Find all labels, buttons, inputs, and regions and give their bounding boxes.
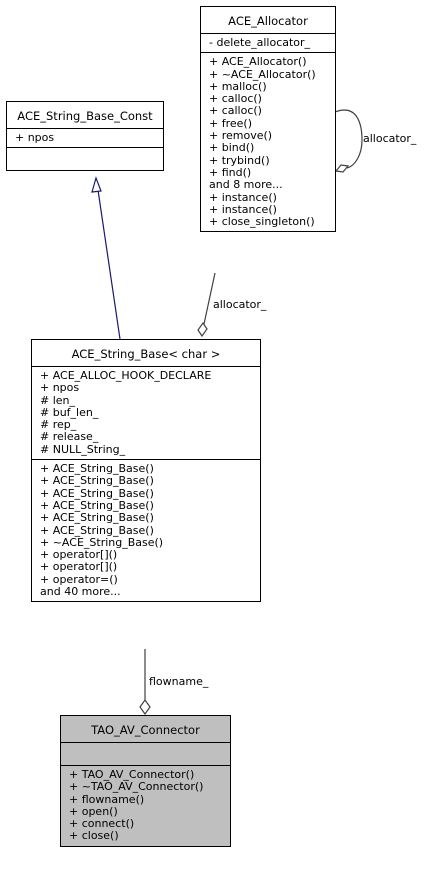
- member-row[interactable]: + ACE_String_Base(): [40, 486, 154, 500]
- member-row[interactable]: + operator=(): [40, 572, 118, 586]
- member-row[interactable]: + ~ACE_Allocator(): [209, 67, 316, 81]
- member-row[interactable]: + flowname(): [69, 792, 145, 806]
- member-row[interactable]: and 40 more...: [40, 585, 121, 599]
- class-tao-av-connector[interactable]: TAO_AV_Connector + TAO_AV_Connector()+ ~…: [60, 715, 231, 847]
- member-row[interactable]: + ACE_String_Base(): [40, 511, 154, 525]
- member-row[interactable]: + operator[](): [40, 560, 118, 574]
- member-row[interactable]: + trybind(): [209, 153, 270, 167]
- member-row[interactable]: + connect(): [69, 817, 135, 831]
- member-row[interactable]: # rep_: [40, 418, 77, 432]
- attribute-list: + ACE_ALLOC_HOOK_DECLARE+ npos# len_# bu…: [32, 367, 260, 461]
- method-list: [7, 148, 163, 170]
- member-row[interactable]: # buf_len_: [40, 405, 99, 419]
- allocator-association-edge: [203, 272, 216, 325]
- member-row[interactable]: + ~ACE_String_Base(): [40, 535, 164, 549]
- member-row[interactable]: + instance(): [209, 190, 277, 204]
- inheritance-edge: [97, 189, 121, 340]
- member-row[interactable]: + operator[](): [40, 548, 118, 562]
- attribute-list: [61, 743, 230, 766]
- self-association-diamond: [334, 164, 350, 173]
- member-row[interactable]: + remove(): [209, 129, 273, 143]
- allocator-association-diamond: [197, 321, 208, 338]
- self-association-edge: [334, 109, 363, 169]
- class-name: ACE_Allocator: [201, 7, 335, 34]
- inheritance-arrowhead: [91, 176, 102, 193]
- member-row[interactable]: + calloc(): [209, 104, 262, 118]
- method-list: + TAO_AV_Connector()+ ~TAO_AV_Connector(…: [61, 766, 230, 846]
- class-ace-string-base[interactable]: ACE_String_Base< char > + ACE_ALLOC_HOOK…: [31, 339, 261, 603]
- member-row[interactable]: # NULL_String_: [40, 442, 126, 456]
- member-row[interactable]: + npos: [40, 381, 80, 395]
- class-name: ACE_String_Base_Const: [7, 102, 163, 129]
- member-row[interactable]: + bind(): [209, 141, 255, 155]
- allocator-association-label: allocator_: [213, 298, 267, 311]
- self-association-label: allocator_: [363, 132, 417, 145]
- class-ace-string-base-const[interactable]: ACE_String_Base_Const + npos: [6, 101, 164, 172]
- method-list: + ACE_String_Base()+ ACE_String_Base()+ …: [32, 460, 260, 601]
- class-name: ACE_String_Base< char >: [32, 340, 260, 367]
- member-row[interactable]: + ACE_String_Base(): [40, 498, 154, 512]
- member-row[interactable]: + malloc(): [209, 79, 267, 93]
- member-row[interactable]: # len_: [40, 393, 76, 407]
- member-row[interactable]: # release_: [40, 430, 99, 444]
- flowname-association-diamond: [139, 698, 151, 716]
- member-row[interactable]: and 8 more...: [209, 178, 283, 192]
- member-row[interactable]: + ACE_String_Base(): [40, 462, 154, 476]
- member-row[interactable]: - delete_allocator_: [209, 36, 311, 49]
- member-row[interactable]: + find(): [209, 165, 252, 179]
- attribute-list: + npos: [7, 129, 163, 149]
- class-ace-allocator[interactable]: ACE_Allocator - delete_allocator_ + ACE_…: [200, 6, 336, 233]
- member-row[interactable]: + ACE_ALLOC_HOOK_DECLARE: [40, 369, 212, 382]
- flowname-association-label: flowname_: [149, 675, 209, 688]
- member-row[interactable]: + close(): [69, 829, 119, 843]
- method-list: + ACE_Allocator()+ ~ACE_Allocator()+ mal…: [201, 53, 335, 231]
- member-row[interactable]: + TAO_AV_Connector(): [69, 768, 195, 781]
- member-row[interactable]: + ACE_String_Base(): [40, 523, 154, 537]
- member-row[interactable]: + instance(): [209, 202, 277, 216]
- member-row[interactable]: + ACE_String_Base(): [40, 474, 154, 488]
- member-row[interactable]: + npos: [15, 131, 55, 144]
- attribute-list: - delete_allocator_: [201, 34, 335, 54]
- member-row[interactable]: + calloc(): [209, 92, 262, 106]
- member-row[interactable]: + free(): [209, 116, 252, 130]
- class-name: TAO_AV_Connector: [61, 716, 230, 743]
- member-row[interactable]: + ~TAO_AV_Connector(): [69, 780, 204, 794]
- member-row[interactable]: + ACE_Allocator(): [209, 55, 307, 69]
- member-row[interactable]: + open(): [69, 804, 118, 818]
- member-row[interactable]: + close_singleton(): [209, 215, 315, 229]
